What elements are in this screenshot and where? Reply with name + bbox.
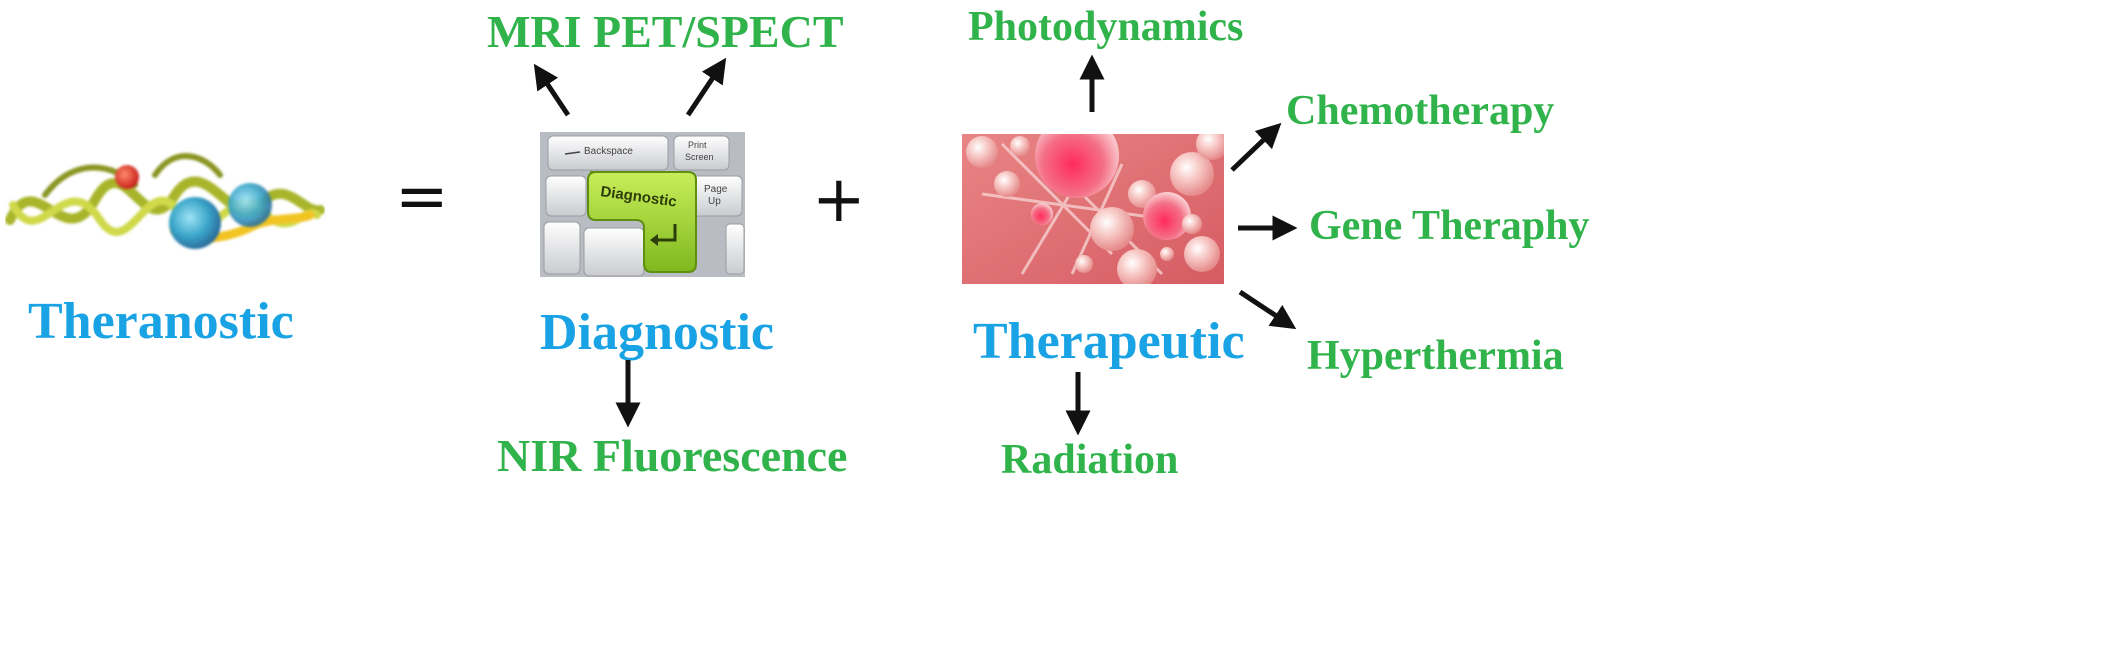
nanoparticle-illustration [962,134,1224,284]
mri-label: MRI [487,6,582,57]
arrow-to-pet-spect [685,57,727,117]
dna-helix-illustration [5,153,325,249]
photodynamics-label: Photodynamics [968,4,1244,50]
equals-symbol: = [395,160,449,234]
arrow-to-mri [533,63,571,117]
nir-fluorescence-label: NIR Fluorescence [497,430,848,481]
key-page-text: Page [704,184,728,195]
pet-spect-label: PET/SPECT [593,6,844,57]
keyboard-illustration: Diagnostic Backspace Print Screen Page U… [540,132,745,277]
key-screen-text: Screen [685,152,714,162]
hyperthermia-label: Hyperthermia [1307,333,1564,379]
key-up-text: Up [708,196,721,207]
radiation-label: Radiation [1001,437,1179,483]
key-print-text: Print [688,140,707,150]
theranostic-label: Theranostic [28,293,294,350]
plus-symbol: + [812,163,866,237]
gene-therapy-label: Gene Theraphy [1309,203,1590,249]
key-backspace-text: Backspace [584,146,633,157]
arrow-to-hyperthermia [1238,289,1297,330]
therapeutic-label: Therapeutic [973,313,1245,370]
diagnostic-label: Diagnostic [540,304,774,361]
arrow-to-chemotherapy [1230,122,1282,172]
chemotherapy-label: Chemotherapy [1286,88,1555,134]
